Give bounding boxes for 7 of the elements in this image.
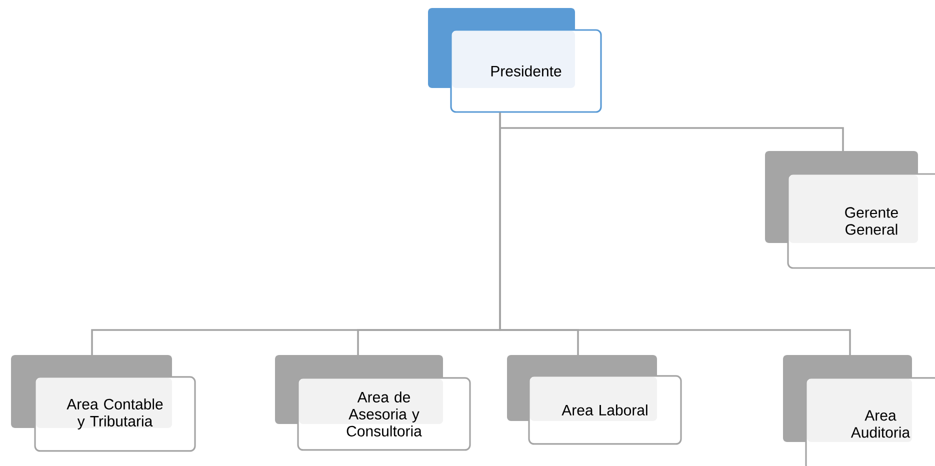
org-box: Presidente: [428, 8, 602, 113]
org-box: Gerente General: [765, 151, 935, 269]
connector-line: [499, 112, 851, 355]
org-box: Area de Asesoria y Consultoria: [275, 354, 471, 451]
org-box: Area Laboral: [507, 354, 682, 445]
org-box: Area Auditoria: [783, 354, 935, 466]
org-box: Area Contable y Tributaria: [11, 354, 196, 452]
